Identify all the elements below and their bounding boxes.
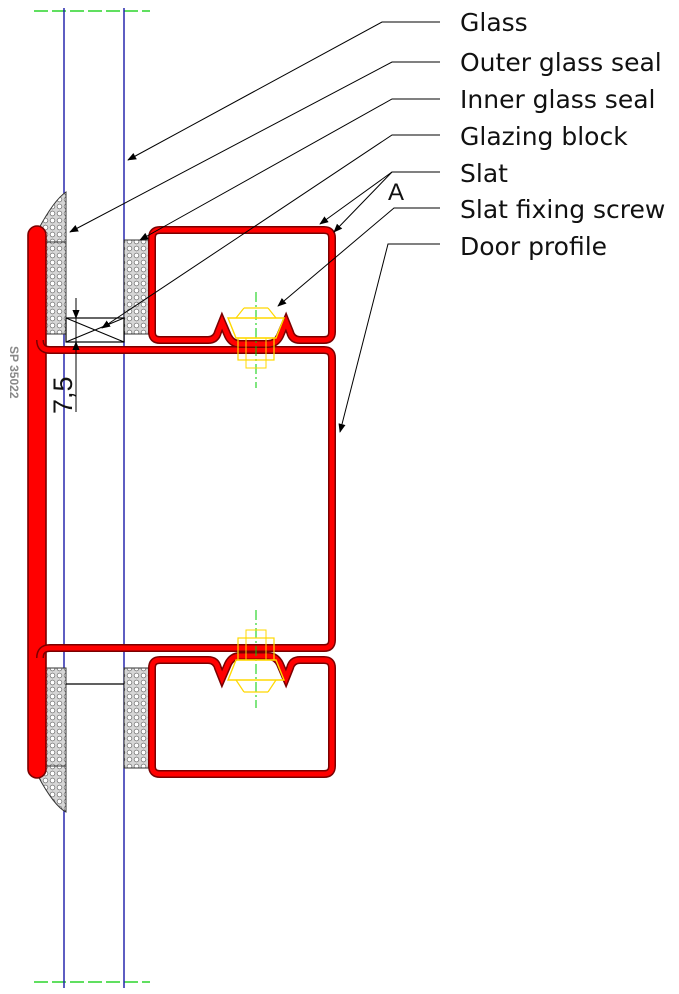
slat-leader-2 [333,171,393,233]
dimension-label: 7,5 [48,376,78,414]
slat-fixing-screw [226,292,286,708]
axis-marks [34,10,150,983]
screw-leader [277,207,440,307]
callout-slat: Slat [460,159,508,188]
callout-door-profile: Door profile [460,232,607,261]
glazing-block-leader [101,134,440,329]
callout-glass: Glass [460,8,528,37]
slat-leader [319,171,440,225]
callout-glazing-block: Glazing block [460,122,628,151]
inner-glass-seal [123,239,153,769]
callout-labels: Glass Outer glass seal Inner glass seal … [460,8,665,261]
profile-code: SP 35022 [7,346,21,399]
door-profile [27,225,336,779]
callout-outer-glass-seal: Outer glass seal [460,48,662,77]
leader-lines [69,21,440,433]
outer-seal-leader [69,61,440,233]
detail-marker: A [388,179,404,206]
glass-leader [127,21,440,161]
dimension-7-5: 7,5 [48,298,80,414]
slat [148,226,336,778]
callout-slat-fixing-screw: Slat fixing screw [460,195,665,224]
callout-inner-glass-seal: Inner glass seal [460,85,655,114]
inner-seal-leader [139,98,440,241]
glass-pane [63,8,125,988]
door-profile-leader [338,243,440,433]
glazing-block [65,317,125,685]
